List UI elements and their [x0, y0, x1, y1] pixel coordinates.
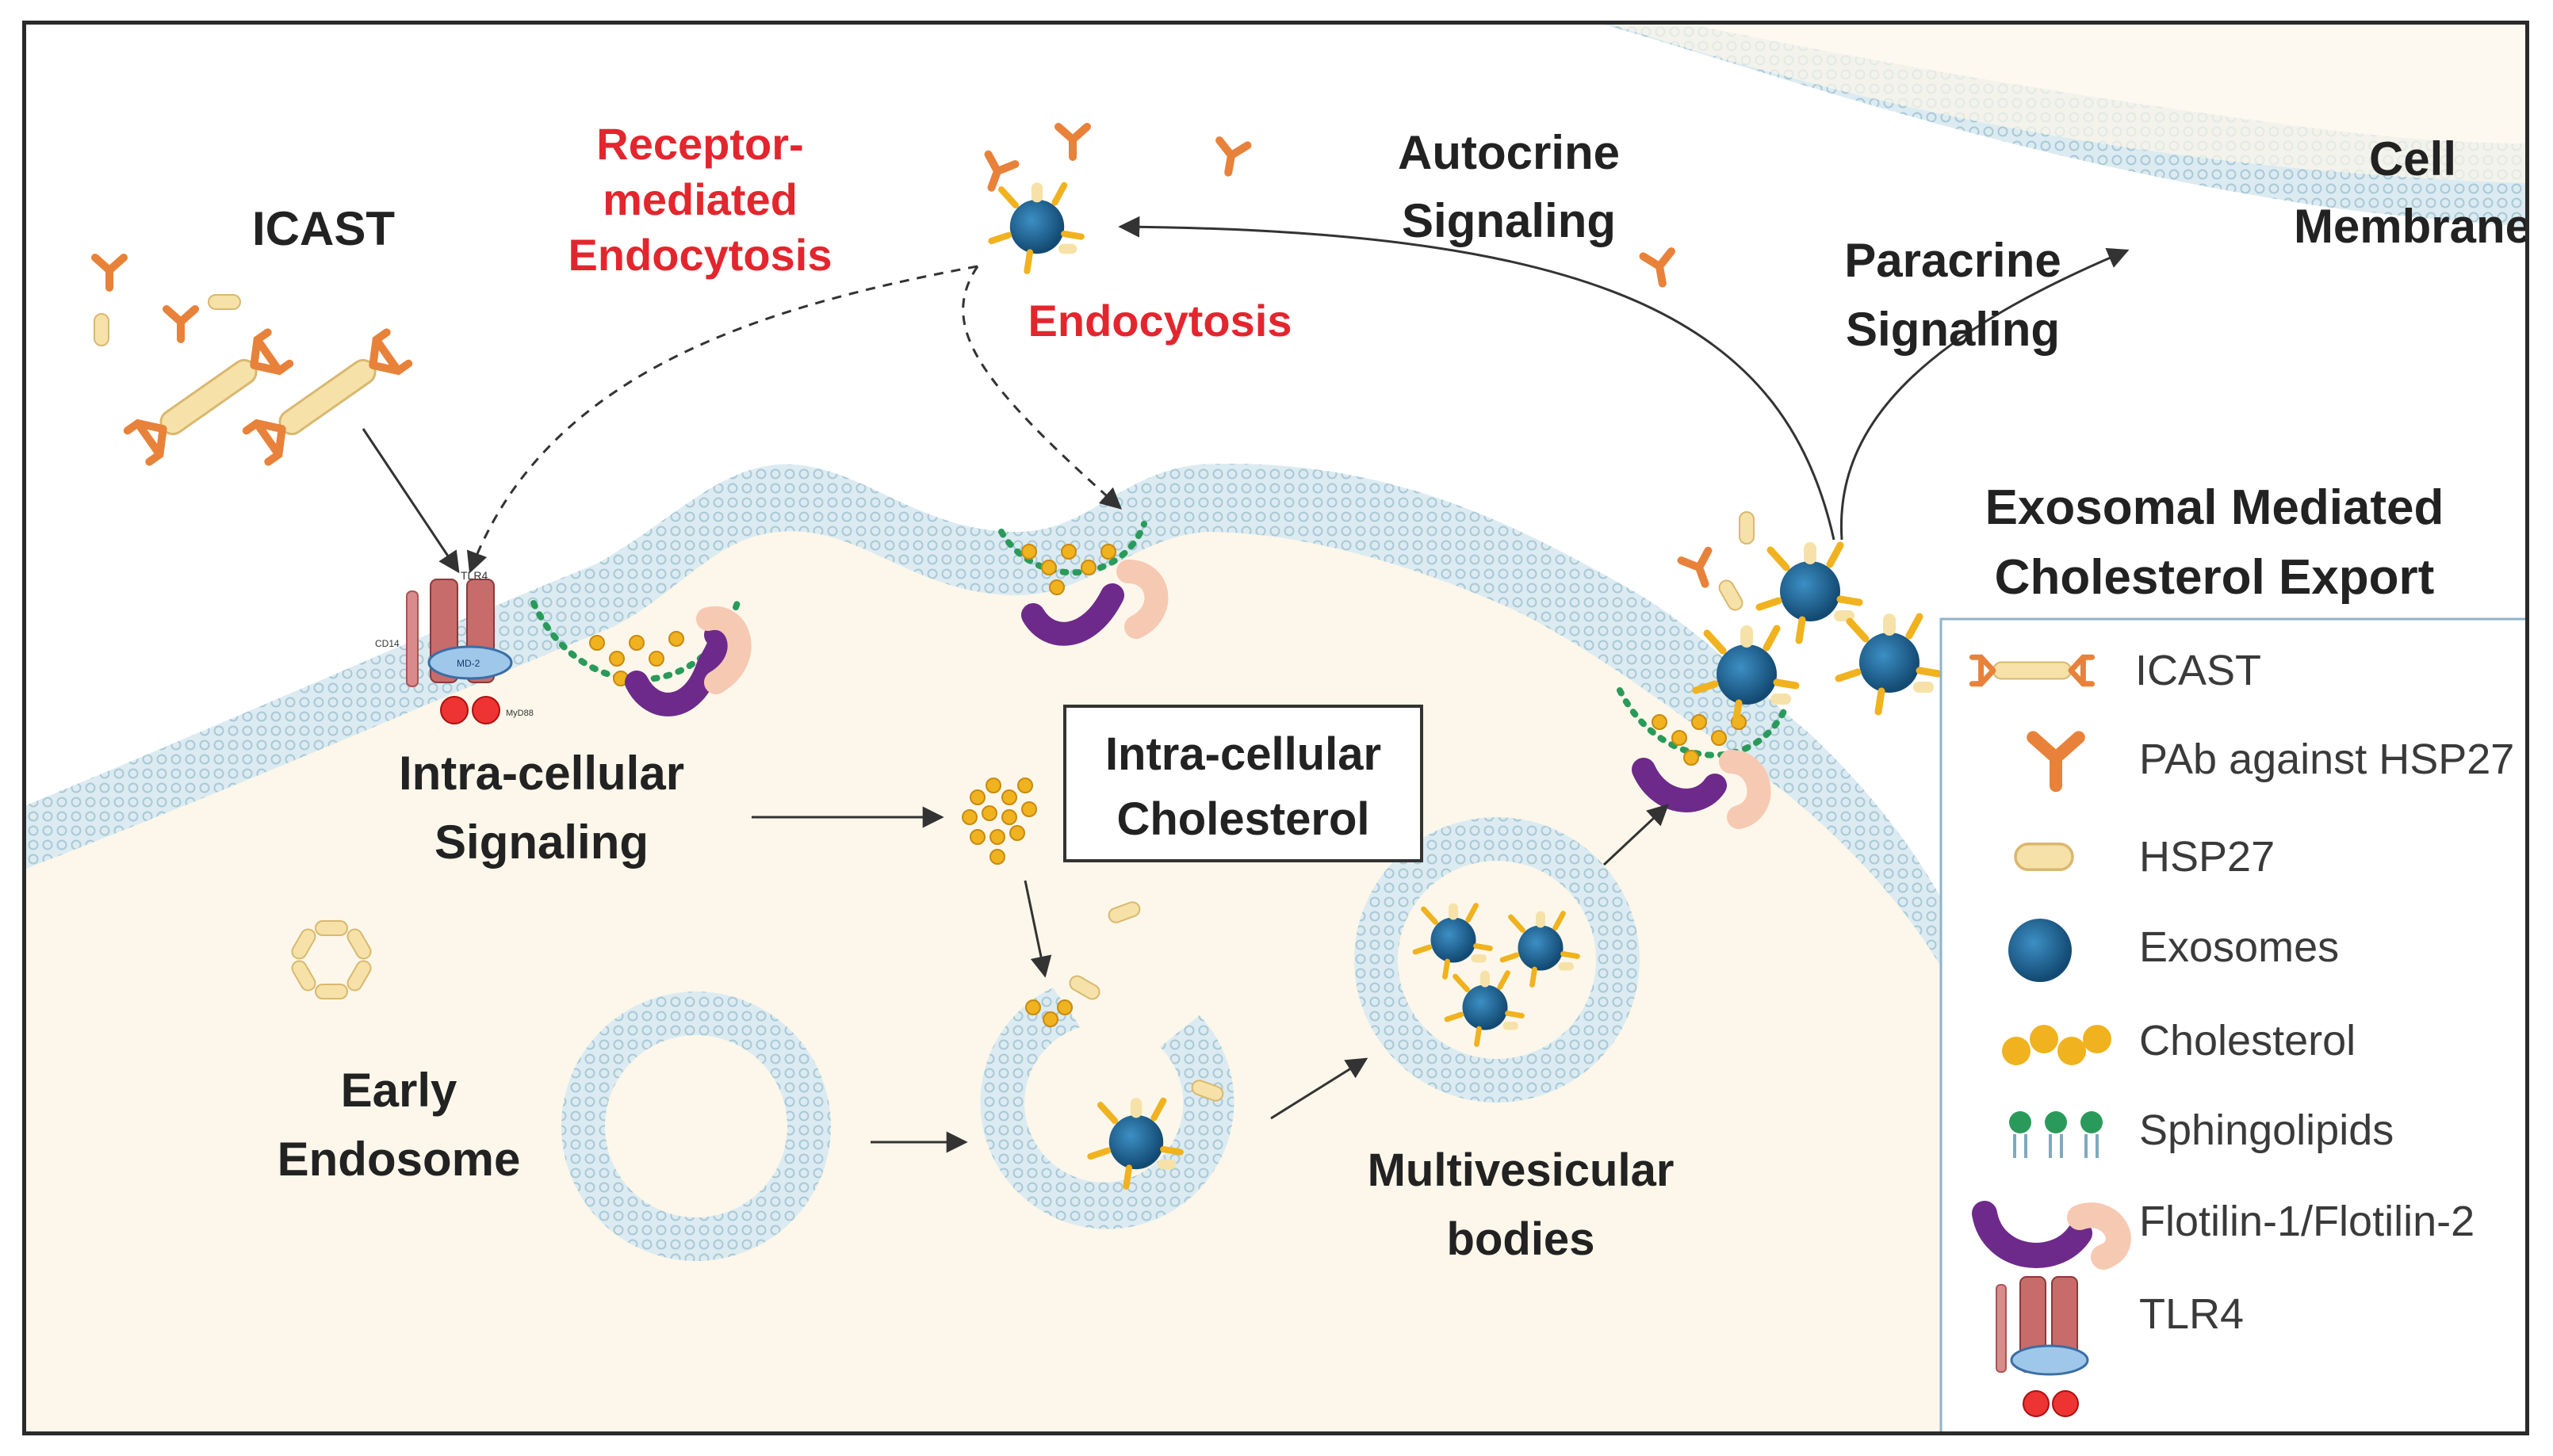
paracrine-label-2: Signaling [1846, 303, 2060, 356]
cell-membrane-label-2: Membrane [2294, 200, 2525, 253]
early-endosome-label-2: Endosome [278, 1133, 521, 1186]
cd14-label: CD14 [375, 638, 400, 649]
intracellular-cholesterol-label-1: Intra-cellular [1105, 728, 1381, 780]
exosomal-export-label-2: Cholesterol Export [1995, 550, 2435, 605]
paracrine-label-1: Paracrine [1844, 234, 2061, 287]
autocrine-label-1: Autocrine [1398, 126, 1620, 179]
multivesicular-label-1: Multivesicular [1368, 1145, 1675, 1196]
legend-label-tlr4: TLR4 [2139, 1290, 2244, 1338]
endocytosis-label: Endocytosis [1028, 296, 1292, 346]
cholesterol-box [1063, 705, 1423, 862]
diagram-canvas: TLR4 CD14 MD-2 MyD88 [26, 25, 2525, 1431]
legend-label-icast: ICAST [2135, 647, 2261, 694]
legend-sphingolipid-icon [2009, 1111, 2103, 1158]
flotilin-left [625, 606, 752, 717]
legend: ICAST PAb against HSP27 HSP27 Exosomes C… [1939, 617, 2525, 1431]
legend-exosome-icon [2008, 919, 2072, 982]
legend-label-flotilin: Flotilin-1/Flotilin-2 [2139, 1198, 2475, 1245]
legend-tlr4-icon [1996, 1276, 2089, 1417]
tlr4-label: TLR4 [461, 569, 488, 582]
exosomal-export-label-1: Exosomal Mediated [1985, 480, 2444, 535]
arrows [362, 216, 2130, 1153]
cytoplasm [26, 468, 1977, 1431]
cell-membrane-label-1: Cell [2369, 132, 2456, 185]
legend-label-hsp27: HSP27 [2139, 833, 2275, 881]
legend-label-sphingolipids: Sphingolipids [2139, 1106, 2394, 1154]
legend-label-exosomes: Exosomes [2139, 923, 2339, 971]
icast-label: ICAST [252, 202, 395, 255]
flotilin-right [1632, 750, 1771, 829]
early-endosome-label-1: Early [341, 1064, 457, 1117]
md2-label: MD-2 [457, 658, 480, 669]
multivesicular-body [1354, 817, 1640, 1103]
plasma-membrane [26, 464, 1977, 1035]
intracellular-cholesterol-label-2: Cholesterol [1116, 793, 1369, 845]
legend-label-cholesterol: Cholesterol [2139, 1017, 2356, 1064]
multivesicular-label-2: bodies [1447, 1213, 1595, 1265]
pit-right [1617, 687, 1789, 759]
legend-label-pab: PAb against HSP27 [2139, 736, 2514, 783]
flotilin-middle [1021, 560, 1169, 646]
intracellular-signaling-label-1: Intra-cellular [399, 747, 684, 800]
autocrine-label-2: Signaling [1402, 194, 1616, 247]
pit-middle [998, 521, 1147, 576]
receptor-mediated-label-3: Endocytosis [568, 230, 832, 280]
forming-endosome [980, 973, 1234, 1229]
intracellular-signaling-label-2: Signaling [434, 816, 649, 869]
figure-frame: TLR4 CD14 MD-2 MyD88 [22, 21, 2529, 1435]
tlr4-receptor-complex: TLR4 CD14 MD-2 MyD88 [375, 569, 534, 724]
legend-flotilin-icon [1972, 1201, 2131, 1270]
receptor-mediated-label-1: Receptor- [596, 119, 803, 169]
early-endosome [561, 992, 831, 1261]
myd88-label: MyD88 [506, 709, 534, 718]
receptor-mediated-label-2: mediated [603, 174, 798, 224]
legend-cholesterol-icon [2002, 1025, 2111, 1065]
